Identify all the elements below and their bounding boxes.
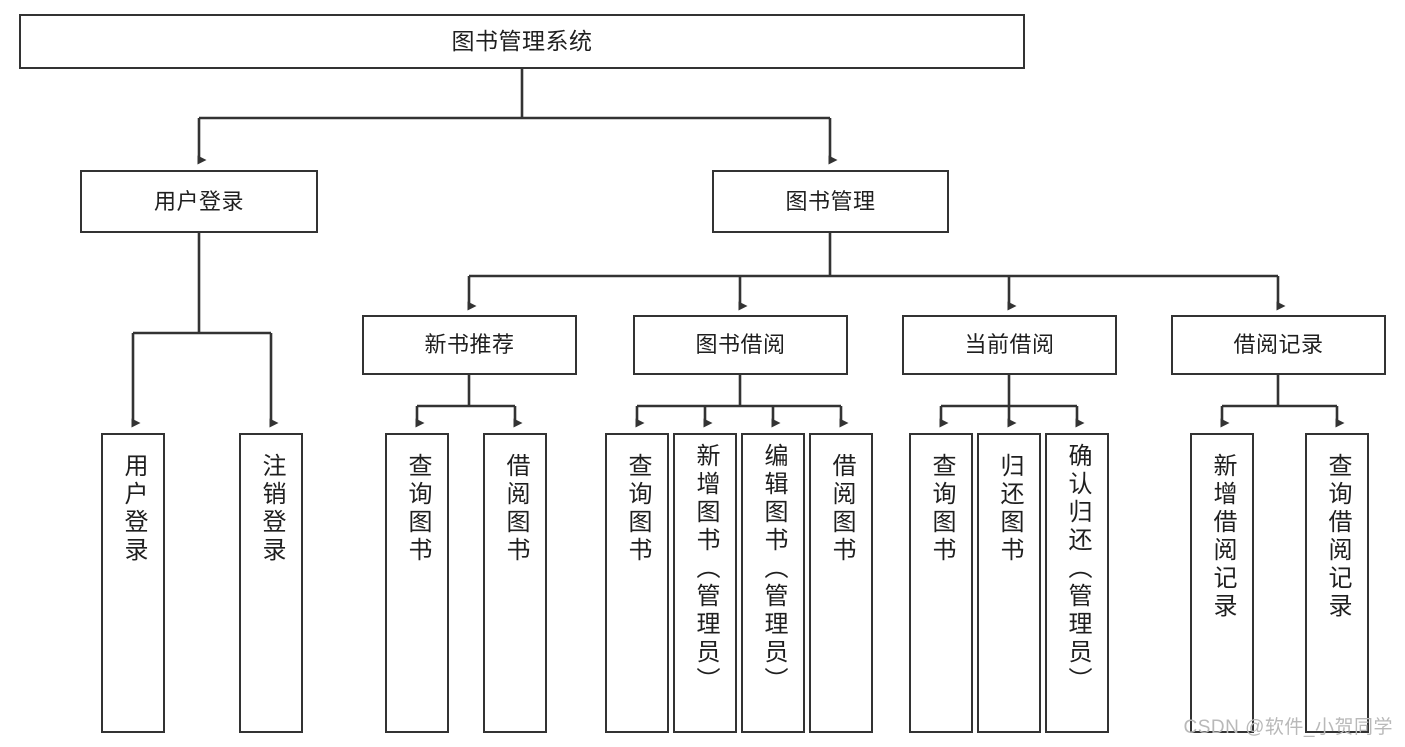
leaf-user-logout[interactable]: 注销登录	[239, 433, 303, 733]
leaf-user-login[interactable]: 用户登录	[101, 433, 165, 733]
leaf-query-book-new[interactable]: 查询图书	[385, 433, 449, 733]
node-user-login[interactable]: 用户登录	[80, 170, 318, 233]
node-label: 查询图书	[404, 453, 431, 565]
node-label: 借阅图书	[828, 453, 855, 565]
node-book-management[interactable]: 图书管理	[712, 170, 949, 233]
node-label: 新增借阅记录	[1209, 453, 1236, 621]
node-book-borrow[interactable]: 图书借阅	[633, 315, 848, 375]
leaf-query-borrow-record[interactable]: 查询借阅记录	[1305, 433, 1369, 733]
leaf-confirm-return-admin[interactable]: 确认归还（管理员）	[1045, 433, 1109, 733]
node-label: 查询图书	[928, 453, 955, 565]
leaf-add-borrow-record[interactable]: 新增借阅记录	[1190, 433, 1254, 733]
node-label: 新书推荐	[424, 332, 515, 358]
node-label: 图书管理系统	[451, 27, 593, 54]
node-current-borrow[interactable]: 当前借阅	[902, 315, 1117, 375]
leaf-query-book-current[interactable]: 查询图书	[909, 433, 973, 733]
node-label: 当前借阅	[964, 332, 1055, 358]
leaf-query-book-borrow[interactable]: 查询图书	[605, 433, 669, 733]
leaf-borrow-book-borrow[interactable]: 借阅图书	[809, 433, 873, 733]
leaf-add-book-admin[interactable]: 新增图书（管理员）	[673, 433, 737, 733]
leaf-edit-book-admin[interactable]: 编辑图书（管理员）	[741, 433, 805, 733]
node-label: 图书借阅	[695, 332, 786, 358]
node-label: 图书管理	[785, 188, 876, 214]
node-label: 查询借阅记录	[1324, 453, 1351, 621]
node-label: 借阅图书	[502, 453, 529, 565]
leaf-borrow-book-new[interactable]: 借阅图书	[483, 433, 547, 733]
node-root-book-management-system[interactable]: 图书管理系统	[19, 14, 1025, 69]
node-label: 确认归还（管理员）	[1064, 443, 1091, 695]
node-new-book-recommend[interactable]: 新书推荐	[362, 315, 577, 375]
node-label: 归还图书	[996, 453, 1023, 565]
csdn-watermark: CSDN @软件_小贺同学	[1183, 717, 1393, 738]
node-label: 新增图书（管理员）	[692, 443, 719, 695]
node-label: 编辑图书（管理员）	[760, 443, 787, 695]
node-label: 用户登录	[120, 453, 147, 565]
node-borrow-record[interactable]: 借阅记录	[1171, 315, 1386, 375]
leaf-return-book[interactable]: 归还图书	[977, 433, 1041, 733]
node-label: 借阅记录	[1233, 332, 1324, 358]
node-label: 查询图书	[624, 453, 651, 565]
node-label: 用户登录	[153, 188, 244, 214]
node-label: 注销登录	[258, 453, 285, 565]
